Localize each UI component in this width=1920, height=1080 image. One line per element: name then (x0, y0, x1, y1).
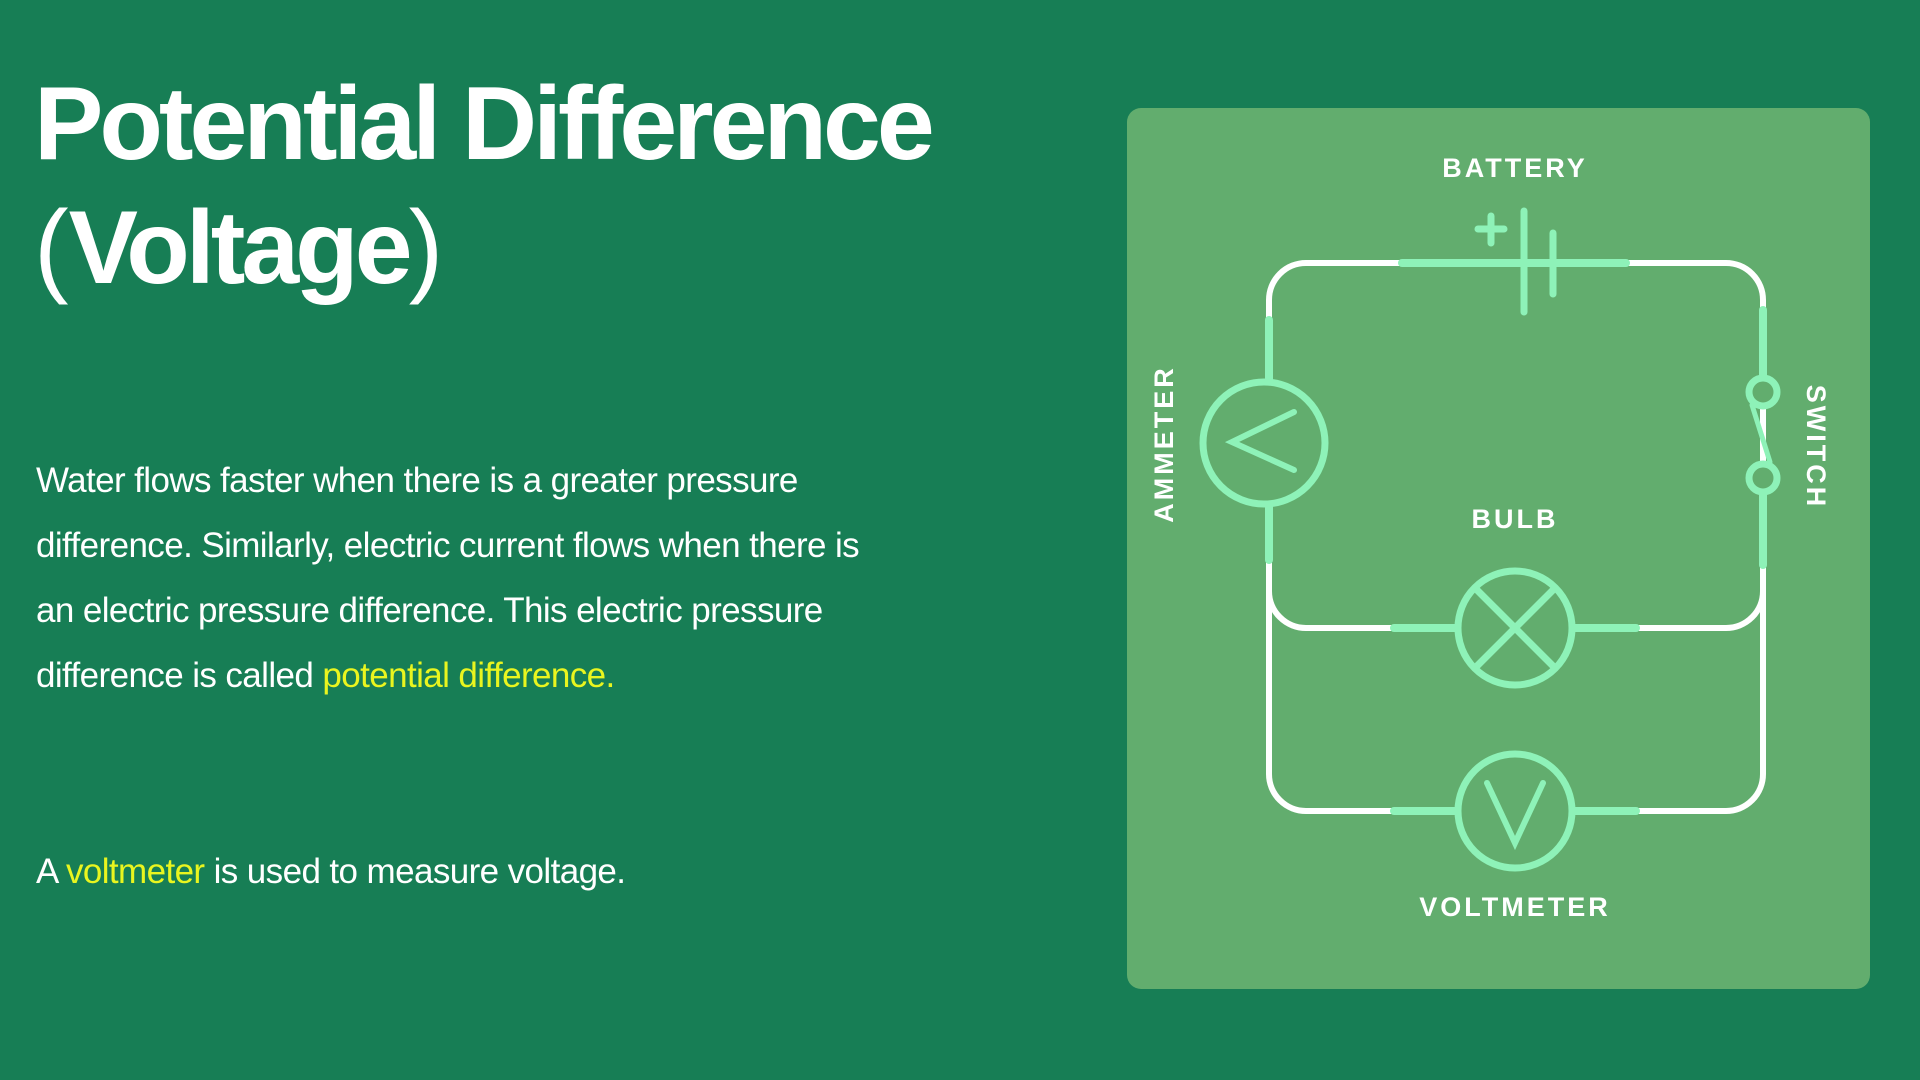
label-voltmeter: VOLTMETER (1419, 892, 1611, 922)
paren-open: ( (34, 190, 69, 306)
paragraph-line: difference is called potential differenc… (36, 643, 859, 708)
label-ammeter: AMMETER (1149, 365, 1179, 523)
paragraph-line: an electric pressure difference. This el… (36, 591, 823, 630)
voltmeter-icon (1390, 750, 1640, 872)
voltmeter-sentence: A voltmeter is used to measure voltage. (36, 839, 626, 904)
paren-close: ) (408, 190, 444, 306)
bulb-icon (1390, 567, 1640, 689)
label-switch: SWITCH (1801, 385, 1831, 509)
page-title: Potential Difference (Voltage) (34, 62, 935, 310)
wire-upper-loop (1266, 260, 1766, 631)
explanation-paragraph: Water flows faster when there is a great… (36, 448, 860, 708)
paragraph-line: difference. Similarly, electric current … (36, 526, 860, 565)
switch-icon (1745, 306, 1781, 569)
paragraph-line: Water flows faster when there is a great… (36, 461, 798, 500)
title-line-2: (Voltage) (34, 186, 931, 310)
ammeter-icon (1199, 316, 1329, 564)
title-line-1: Potential Difference (34, 66, 935, 182)
label-battery: BATTERY (1442, 153, 1588, 183)
sentence-prefix: A (36, 852, 66, 891)
highlight-potential-difference: potential difference. (322, 656, 615, 695)
title-voltage: Voltage (68, 190, 413, 306)
battery-icon (1398, 207, 1630, 316)
highlight-voltmeter: voltmeter (65, 852, 205, 891)
label-bulb: BULB (1472, 504, 1559, 534)
paragraph-text: difference is called (36, 656, 323, 695)
sentence-suffix: is used to measure voltage. (204, 852, 626, 891)
